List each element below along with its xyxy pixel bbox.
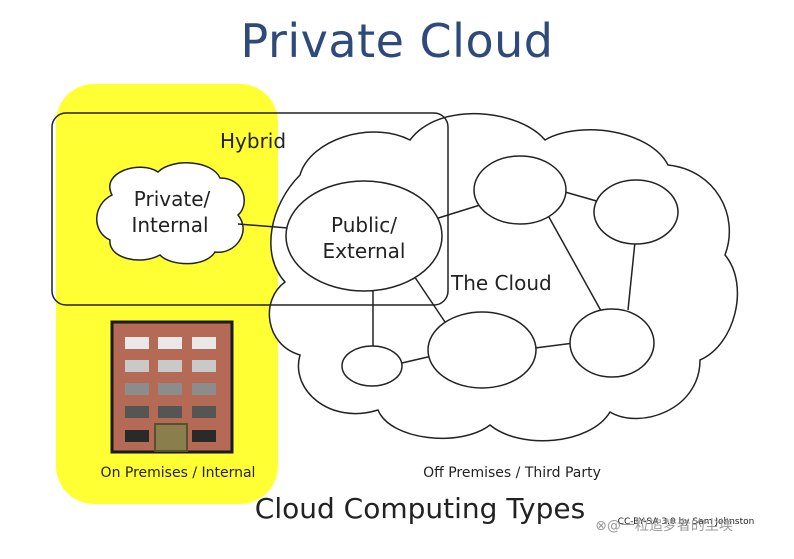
building-window (125, 430, 149, 442)
building-window (192, 383, 216, 395)
the-cloud-label: The Cloud (450, 271, 552, 295)
building-window (158, 337, 182, 349)
cloud-node (341, 345, 403, 387)
building-window (125, 360, 149, 372)
cloud-node (473, 155, 567, 225)
building-window (158, 383, 182, 395)
building-window (192, 337, 216, 349)
cloud-node (593, 179, 679, 245)
off-premises-label: Off Premises / Third Party (423, 465, 601, 481)
credit-text: CC-BY-SA 3.0 by Sam Johnston (618, 517, 755, 527)
private-cloud-label-line1: Private/ (134, 187, 211, 211)
building-window (125, 383, 149, 395)
cloud-node (427, 311, 537, 389)
hybrid-boundary (51, 112, 449, 306)
building-window (125, 406, 149, 418)
private-cloud-shape (96, 162, 245, 265)
building-door (154, 423, 188, 452)
cloud-node (569, 308, 655, 378)
public-external-node (285, 180, 443, 292)
on-premises-label: On Premises / Internal (101, 465, 256, 481)
building-window (125, 337, 149, 349)
office-building-icon (110, 320, 234, 454)
slide-caption: Cloud Computing Types (255, 492, 585, 525)
building-window (158, 406, 182, 418)
building-window (192, 430, 216, 442)
building-window (158, 360, 182, 372)
hybrid-label: Hybrid (220, 129, 286, 153)
building-window (192, 360, 216, 372)
public-node-label-line2: External (323, 239, 406, 263)
public-node-label-line1: Public/ (331, 213, 397, 237)
slide-title: Private Cloud (240, 14, 554, 68)
building-window (192, 406, 216, 418)
private-cloud-label-line2: Internal (131, 213, 208, 237)
watermark-text: ⊗@一粒追梦者的尘埃 (595, 518, 733, 534)
network-links (237, 191, 637, 364)
